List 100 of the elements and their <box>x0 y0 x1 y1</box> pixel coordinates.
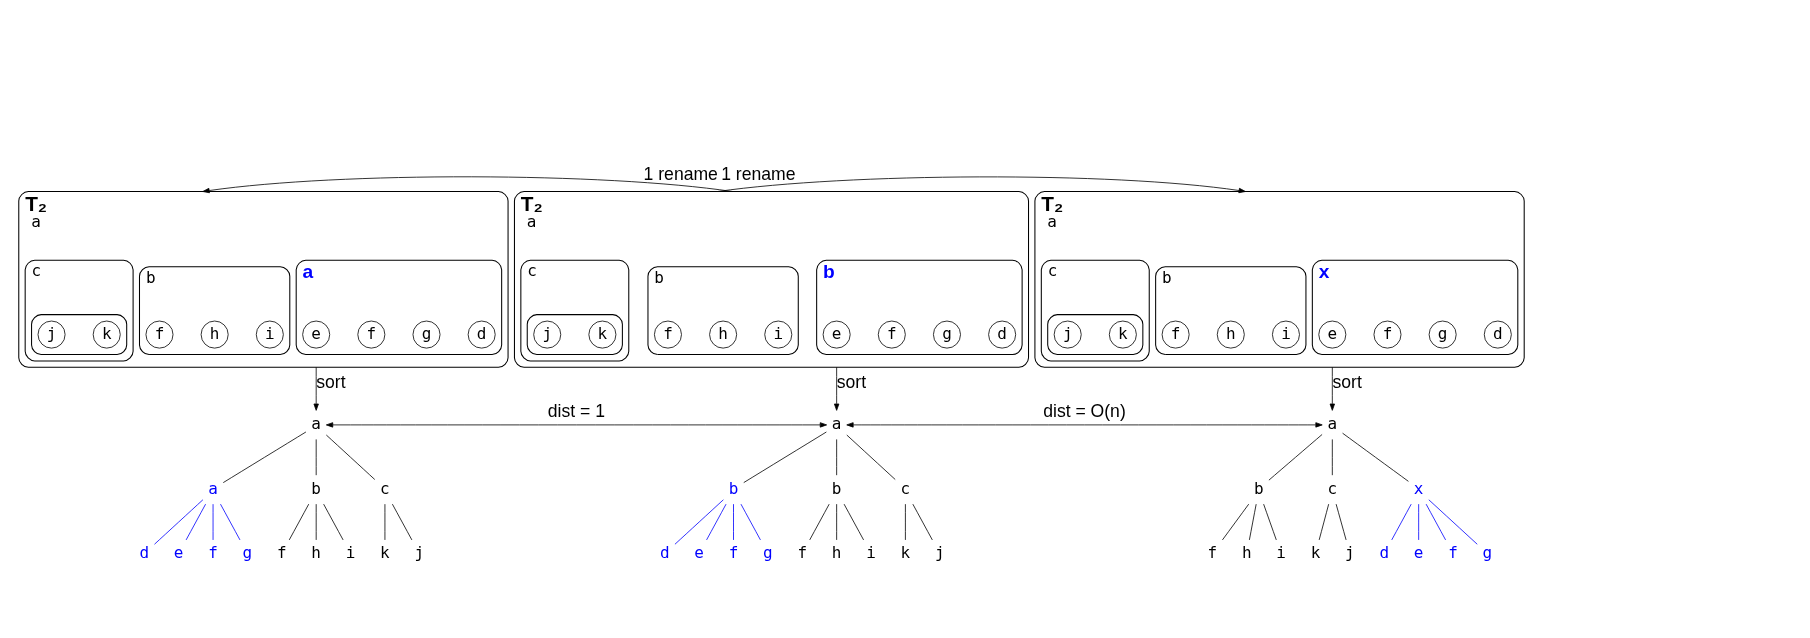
node-text: k <box>380 543 390 563</box>
connector <box>1418 503 1420 541</box>
node-text: a <box>311 413 321 433</box>
node-circle: i <box>764 320 793 349</box>
node-circle: k <box>92 320 121 349</box>
edge-label: sort <box>836 371 867 392</box>
edge-label: dist = 1 <box>547 401 605 422</box>
arrow <box>313 366 319 411</box>
node-circle: g <box>933 320 961 349</box>
cluster <box>31 314 128 356</box>
node-text: j <box>934 543 945 563</box>
node-text: g <box>242 543 253 563</box>
node-circle: d <box>1483 320 1512 349</box>
node-text: h <box>311 543 321 563</box>
node-text: b <box>831 478 842 498</box>
connector <box>1335 503 1347 541</box>
node-circle: f <box>357 320 386 349</box>
connector <box>912 503 933 541</box>
node-circle: j <box>37 320 66 349</box>
connector <box>154 499 204 545</box>
edge-label: sort <box>1332 371 1362 392</box>
edge-label: dist = O(n) <box>1043 401 1126 422</box>
node-text: a <box>208 478 218 498</box>
node-text: f <box>208 543 218 563</box>
node-text: h <box>831 543 842 563</box>
connector <box>706 503 727 541</box>
node-text: j <box>414 543 425 563</box>
node-circle: f <box>145 320 174 349</box>
node-text: g <box>1482 543 1493 563</box>
connector <box>1318 503 1330 541</box>
node-text: c <box>380 478 390 498</box>
node-circle: j <box>1053 320 1082 349</box>
node-text: f <box>276 543 287 563</box>
connector <box>185 503 206 541</box>
node-circle: k <box>588 320 617 349</box>
connector <box>288 503 310 541</box>
node-text: f <box>1448 543 1458 563</box>
arrow <box>846 422 1323 428</box>
node-text: e <box>1413 543 1424 563</box>
edge-label: 1 rename <box>643 163 718 184</box>
node-text: c <box>900 478 911 498</box>
arrow <box>202 176 733 194</box>
node-text: b <box>728 478 739 498</box>
node-circle: g <box>1428 320 1457 349</box>
node-text: e <box>173 543 184 563</box>
connector <box>1342 432 1409 482</box>
node-text: h <box>1241 543 1252 563</box>
edge-label: 1 rename <box>721 163 796 184</box>
node-text: c <box>1327 478 1338 498</box>
node-text: f <box>797 543 808 563</box>
connector <box>836 439 838 476</box>
arrow <box>325 422 828 428</box>
node-text: a <box>831 413 842 433</box>
connector <box>1425 503 1446 541</box>
connector <box>809 503 830 541</box>
connector <box>846 434 896 480</box>
connector <box>1249 503 1257 541</box>
node-circle: d <box>988 320 1017 349</box>
node-circle: e <box>1318 320 1347 349</box>
connector <box>323 503 344 541</box>
node-circle: i <box>1272 320 1300 349</box>
connector <box>733 503 734 541</box>
connector <box>1391 503 1412 541</box>
node-circle: i <box>255 320 284 349</box>
node-circle: f <box>1161 320 1190 349</box>
node-text: f <box>728 543 739 563</box>
arrow <box>1329 366 1335 411</box>
node-circle: f <box>1373 320 1402 349</box>
node-text: x <box>1413 478 1424 498</box>
node-text: e <box>694 543 704 563</box>
arrow <box>834 366 840 411</box>
connector <box>843 503 864 541</box>
node-circle: j <box>533 320 562 349</box>
node-text: k <box>900 543 911 563</box>
connector <box>836 503 838 541</box>
connector <box>740 503 761 541</box>
node-text: d <box>1379 543 1390 563</box>
node-circle: h <box>709 320 738 349</box>
node-text: i <box>345 543 356 563</box>
node-circle: e <box>822 320 851 349</box>
node-circle: e <box>302 320 331 349</box>
node-text: j <box>1345 543 1355 563</box>
node-circle: k <box>1108 320 1137 349</box>
connector <box>1222 503 1250 541</box>
node-text: a <box>1327 413 1338 433</box>
cluster <box>1047 314 1144 356</box>
node-text: g <box>763 543 773 563</box>
connector <box>392 503 413 541</box>
node-circle: h <box>200 320 229 349</box>
node-text: f <box>1207 543 1218 563</box>
node-text: k <box>1310 543 1321 563</box>
connector <box>1263 503 1277 541</box>
arrow <box>717 176 1246 194</box>
cluster <box>526 314 623 356</box>
connector <box>325 434 376 480</box>
connector <box>222 431 307 483</box>
connector <box>674 499 724 545</box>
node-circle: f <box>654 320 682 349</box>
connector <box>1428 499 1478 545</box>
edge-label: sort <box>316 371 346 392</box>
